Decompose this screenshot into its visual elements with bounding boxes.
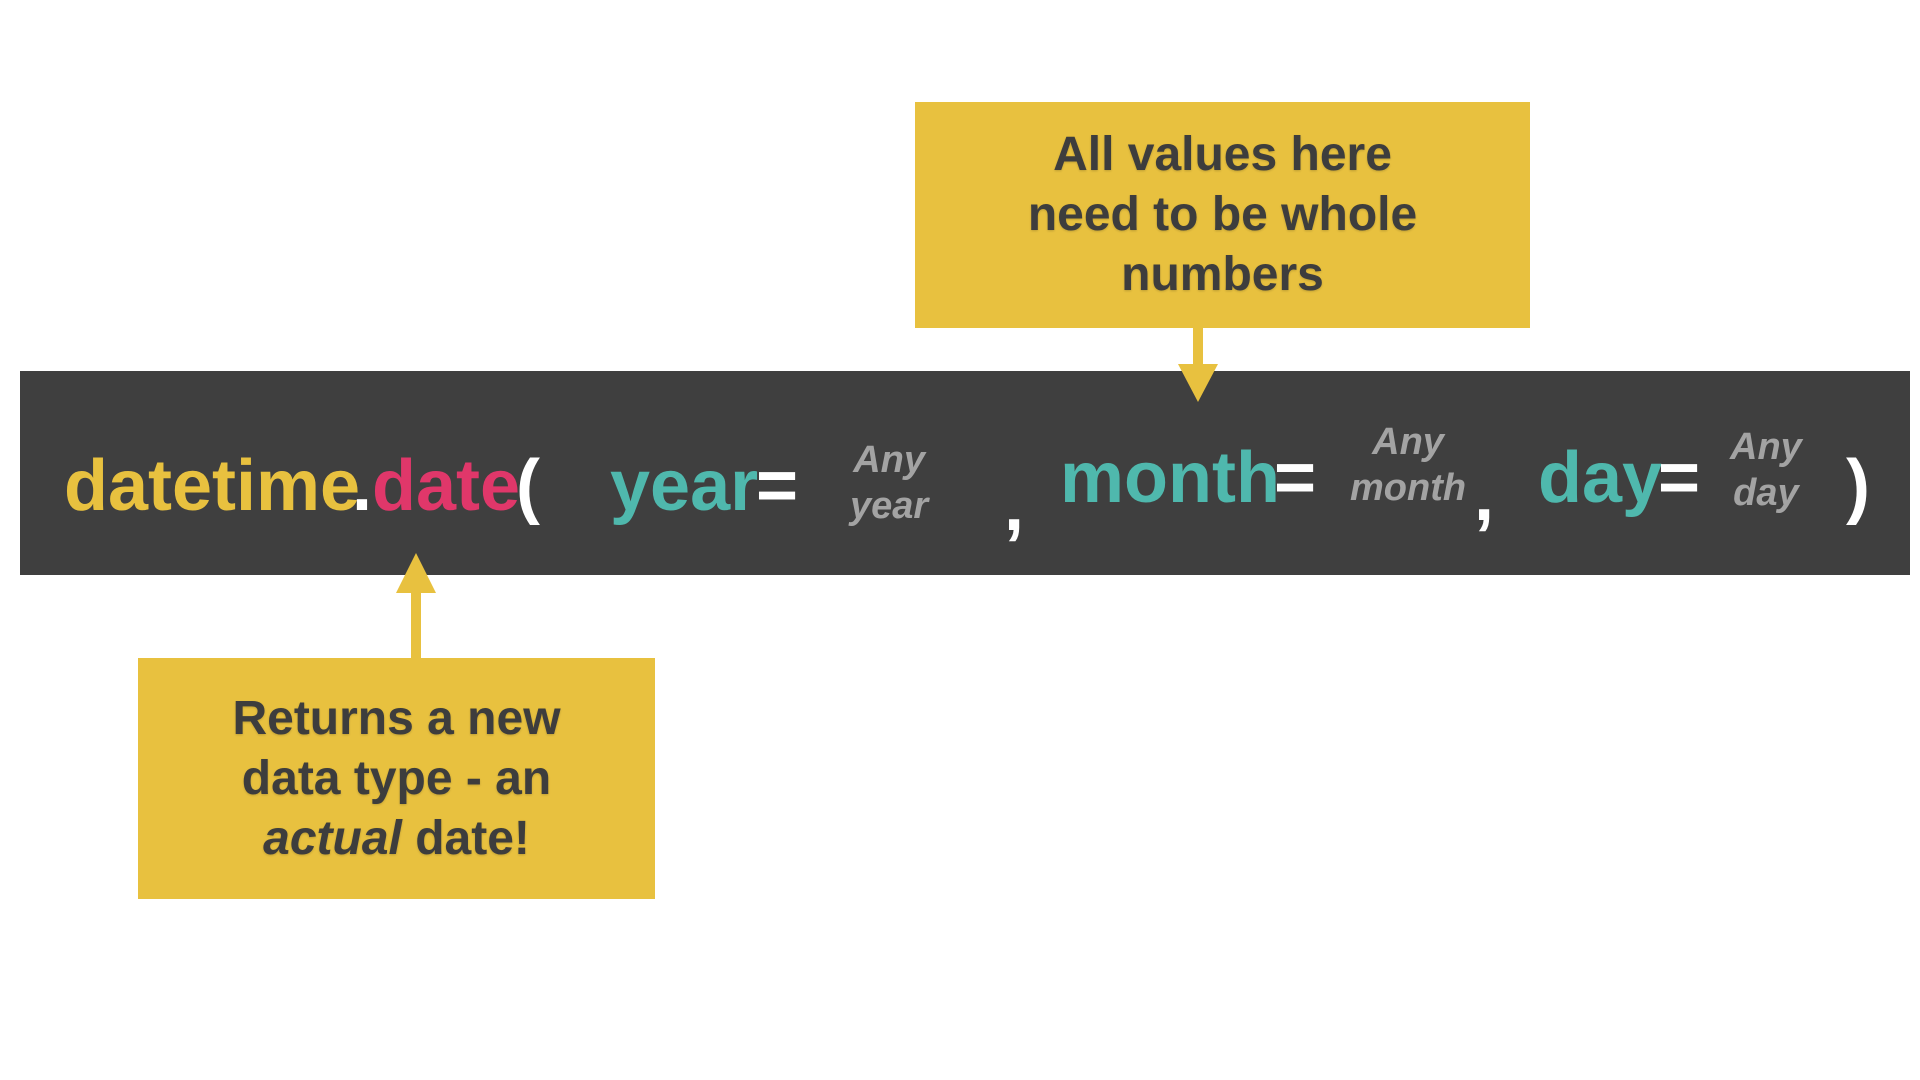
code-comma-2: , [1474,456,1495,536]
placeholder-day-line-1: Any [1730,426,1802,468]
callout-bottom-emphasis: actual [263,811,402,865]
code-bar [20,371,1910,575]
callout-bottom-line-3: actual date! [263,809,530,869]
placeholder-year-line-1: Any [853,439,925,481]
placeholder-month-line-1: Any [1372,421,1444,463]
placeholder-year-line-2: year [850,485,929,527]
placeholder-day: Any day [1730,424,1802,516]
placeholder-month-line-2: month [1350,467,1467,509]
callout-whole-numbers: All values here need to be whole numbers [915,102,1530,328]
placeholder-month: Any month [1350,419,1466,511]
placeholder-day-line-2: day [1733,472,1799,514]
placeholder-year: Any year [850,437,928,529]
code-dot: . [352,446,373,526]
callout-bottom-line-3-rest: date! [401,811,530,865]
callout-returns-date: Returns a new data type - an actual date… [138,658,655,899]
code-function: date [372,446,521,526]
callout-top-line-3: numbers [1121,248,1324,301]
callout-bottom-line-2: data type - an [241,751,552,805]
callout-top-line-2: need to be whole [1027,188,1418,241]
code-arg-day: day [1538,438,1663,518]
code-equals-year: = [756,446,799,526]
code-open-paren: ( [516,446,540,526]
code-module: datetime [64,446,361,526]
code-close-paren: ) [1846,446,1870,526]
callout-bottom-line-1: Returns a new [232,691,561,745]
callout-top-line-1: All values here [1053,128,1392,181]
code-arg-month: month [1060,438,1280,518]
code-equals-month: = [1274,438,1317,518]
code-arg-year: year [610,446,759,526]
code-equals-day: = [1658,438,1701,518]
code-comma-1: , [1004,466,1025,546]
